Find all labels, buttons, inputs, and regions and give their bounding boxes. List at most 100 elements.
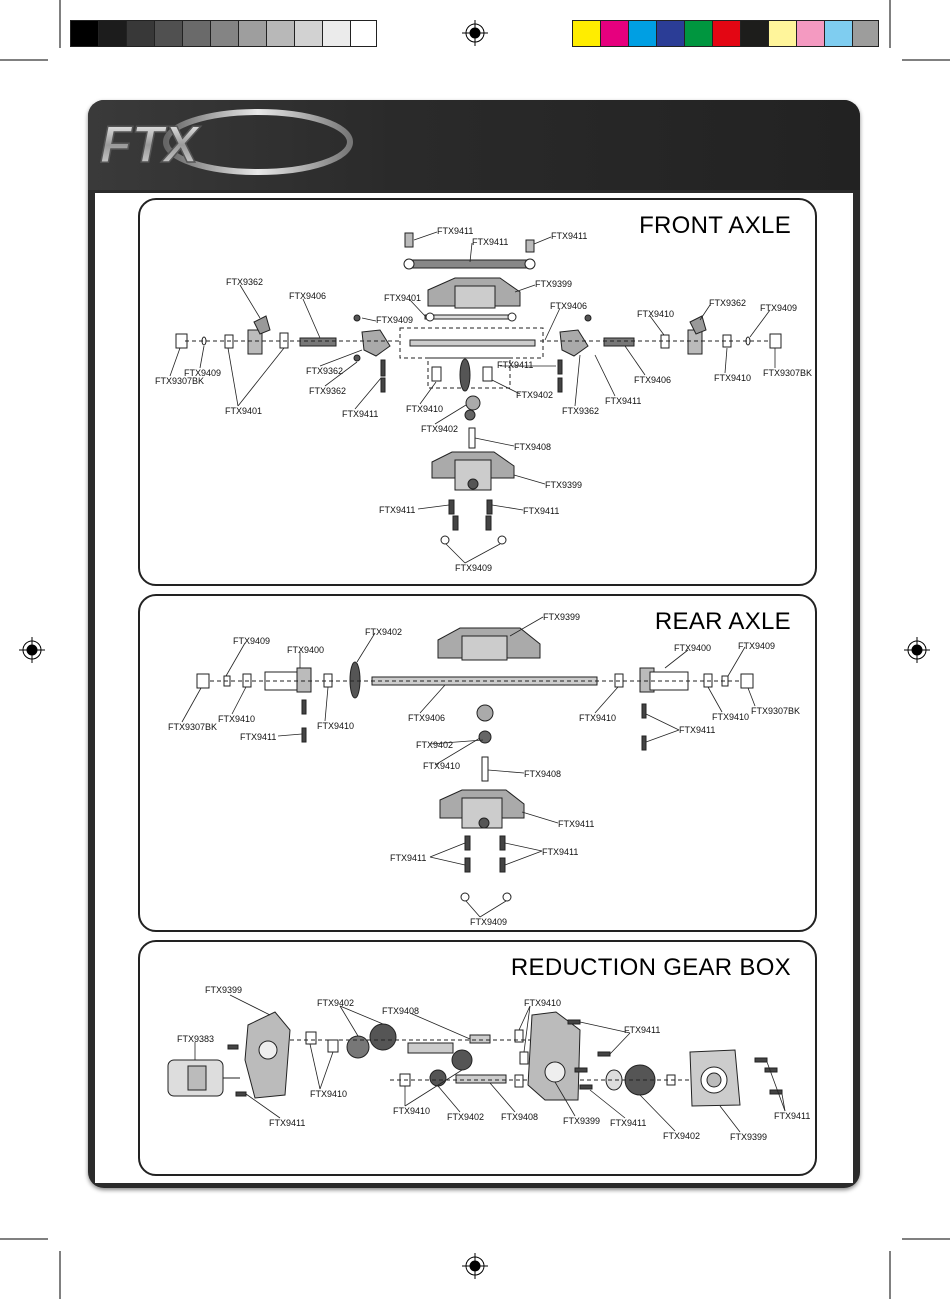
part-label: FTX9399 — [543, 612, 581, 622]
page-header: FTX — [88, 100, 860, 190]
part-label: FTX9399 — [205, 985, 243, 995]
part-label: FTX9362 — [562, 406, 600, 416]
part-label: FTX9362 — [309, 386, 347, 396]
part-label: FTX9411 — [605, 396, 642, 406]
part-label: FTX9383 — [177, 1034, 215, 1044]
part-label: FTX9362 — [226, 277, 264, 287]
part-label: FTX9411 — [497, 360, 534, 370]
part-label: FTX9409 — [738, 641, 776, 651]
part-label: FTX9411 — [342, 409, 379, 419]
part-label: FTX9307BK — [155, 376, 205, 386]
swatch — [126, 20, 155, 47]
registration-mark-bottom — [462, 1253, 488, 1279]
part-label: FTX9400 — [674, 643, 712, 653]
part-label: FTX9402 — [317, 998, 355, 1008]
rear-axle-parts — [196, 627, 754, 902]
part-label: FTX9402 — [421, 424, 459, 434]
part-label: FTX9408 — [382, 1006, 420, 1016]
swatch — [350, 20, 377, 47]
swatch — [266, 20, 295, 47]
swatch — [572, 20, 601, 47]
part-label: FTX9411 — [269, 1118, 306, 1128]
part-label: FTX9399 — [545, 480, 583, 490]
part-label: FTX9411 — [679, 725, 716, 735]
section-title: REAR AXLE — [654, 608, 791, 635]
swatch — [322, 20, 351, 47]
part-label: FTX9411 — [240, 732, 277, 742]
swatch — [712, 20, 741, 47]
part-label: FTX9408 — [514, 442, 552, 452]
part-label: FTX9410 — [218, 714, 256, 724]
part-label: FTX9411 — [390, 853, 427, 863]
swatch — [98, 20, 127, 47]
part-label: FTX9406 — [550, 301, 588, 311]
swatch — [768, 20, 797, 47]
swatch — [684, 20, 713, 47]
swatch — [70, 20, 99, 47]
part-label: FTX9307BK — [168, 722, 218, 732]
part-label: FTX9411 — [472, 237, 509, 247]
part-label: FTX9406 — [289, 291, 327, 301]
part-label: FTX9410 — [406, 404, 444, 414]
ftx-logo: FTX — [99, 109, 353, 175]
part-label: FTX9362 — [709, 298, 747, 308]
part-label: FTX9411 — [624, 1025, 661, 1035]
front-axle-parts — [175, 232, 782, 545]
swatch — [824, 20, 853, 47]
part-label: FTX9400 — [287, 645, 325, 655]
part-label: FTX9409 — [376, 315, 414, 325]
part-label: FTX9410 — [310, 1089, 348, 1099]
registration-mark-right — [904, 637, 930, 663]
part-label: FTX9411 — [379, 505, 416, 515]
part-label: FTX9411 — [551, 231, 588, 241]
swatch — [852, 20, 879, 47]
swatch — [796, 20, 825, 47]
logo-text: FTX — [100, 116, 202, 174]
part-label: FTX9408 — [524, 769, 562, 779]
section-title: FRONT AXLE — [639, 212, 791, 239]
part-label: FTX9406 — [634, 375, 672, 385]
part-label: FTX9410 — [712, 712, 750, 722]
part-label: FTX9402 — [663, 1131, 701, 1141]
part-label: FTX9411 — [558, 819, 595, 829]
part-label: FTX9401 — [225, 406, 263, 416]
section-title: REDUCTION GEAR BOX — [510, 954, 791, 981]
part-label: FTX9411 — [774, 1111, 811, 1121]
part-label: FTX9409 — [184, 368, 222, 378]
part-label: FTX9362 — [306, 366, 344, 376]
part-label: FTX9409 — [470, 917, 508, 927]
gear-box-parts — [167, 1011, 783, 1107]
part-label: FTX9409 — [455, 563, 493, 573]
part-label: FTX9409 — [233, 636, 271, 646]
part-label: FTX9399 — [535, 279, 573, 289]
swatch — [294, 20, 323, 47]
part-label: FTX9410 — [637, 309, 675, 319]
part-label: FTX9402 — [365, 627, 403, 637]
part-label: FTX9399 — [730, 1132, 768, 1142]
part-label: FTX9410 — [423, 761, 461, 771]
part-label: FTX9411 — [542, 847, 579, 857]
part-label: FTX9410 — [317, 721, 355, 731]
part-label: FTX9410 — [579, 713, 617, 723]
part-label: FTX9307BK — [751, 706, 801, 716]
part-label: FTX9406 — [408, 713, 446, 723]
registration-mark-left — [19, 637, 45, 663]
part-label: FTX9410 — [714, 373, 752, 383]
part-label: FTX9409 — [760, 303, 798, 313]
part-label: FTX9401 — [384, 293, 422, 303]
part-label: FTX9411 — [437, 226, 474, 236]
registration-mark-top — [462, 20, 488, 46]
part-label: FTX9411 — [610, 1118, 647, 1128]
part-label: FTX9410 — [524, 998, 562, 1008]
part-label: FTX9399 — [563, 1116, 601, 1126]
part-label: FTX9410 — [393, 1106, 431, 1116]
swatch — [182, 20, 211, 47]
part-label: FTX9408 — [501, 1112, 539, 1122]
part-label: FTX9402 — [516, 390, 554, 400]
part-label: FTX9307BK — [763, 368, 813, 378]
part-label: FTX9411 — [523, 506, 560, 516]
part-label: FTX9402 — [416, 740, 454, 750]
